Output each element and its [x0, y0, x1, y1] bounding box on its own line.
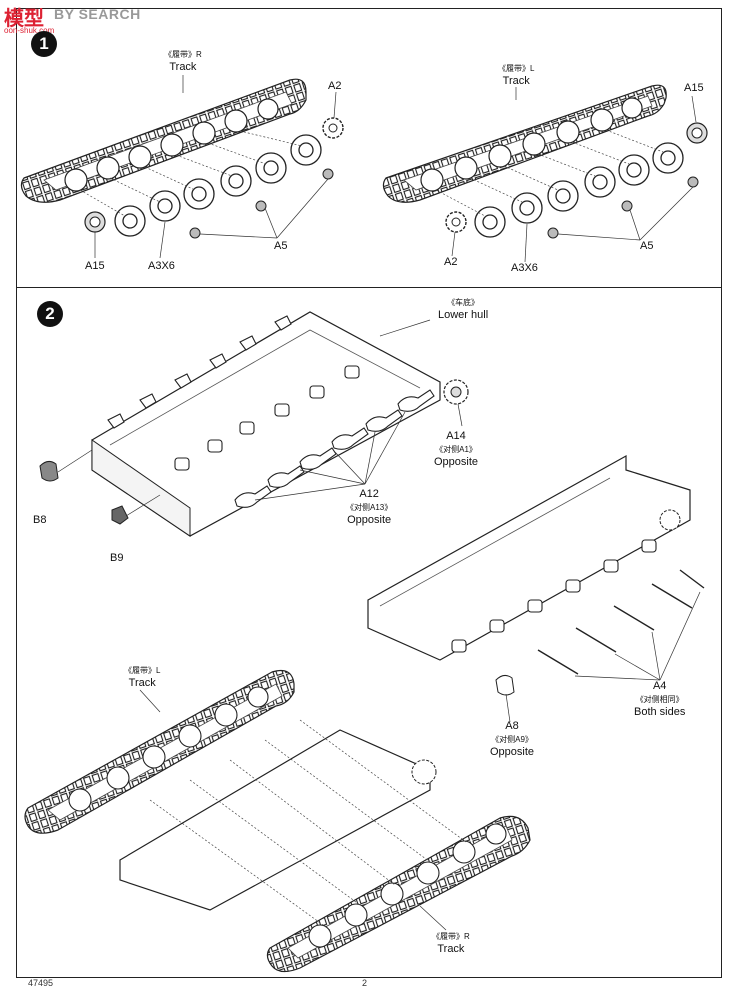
a14-cn: 《对侧A1》 — [435, 445, 477, 454]
watermark-url: oon-shuk.com — [4, 26, 55, 35]
step2-track-r-en: Track — [437, 943, 465, 955]
track-l-cn: 《履带》L — [498, 64, 535, 73]
step2-lower-hull — [39, 311, 469, 537]
a8-part: A8 — [505, 720, 519, 732]
step1-left-a5-label: A5 — [274, 240, 288, 252]
step1-track-l-label: 《履带》L Track — [498, 62, 534, 88]
step2-track-l-cn: 《履带》L — [124, 666, 161, 675]
b8-label: B8 — [33, 514, 47, 526]
step2-track-r-cn: 《履带》R — [432, 932, 470, 941]
step1-track-r-assembly — [20, 75, 344, 259]
step2-track-l-label: 《履带》L Track — [124, 664, 160, 690]
step-2-badge: 2 — [37, 301, 63, 327]
a8-en: Opposite — [490, 746, 535, 758]
a12-part: A12 — [359, 488, 379, 500]
watermark-brand-cn: 模型 — [4, 6, 44, 30]
step1-left-a3x6-label: A3X6 — [148, 260, 175, 272]
track-r-cn: 《履带》R — [164, 50, 202, 59]
footer-page-number: 2 — [362, 978, 368, 988]
b9-label: B9 — [110, 552, 124, 564]
step1-right-a2-label: A2 — [444, 256, 458, 268]
step1-right-a15-label: A15 — [684, 82, 704, 94]
watermark-brand-en: BY SEARCH — [54, 6, 141, 22]
a14-part: A14 — [446, 430, 466, 442]
a4-label: A4 《对侧相同》 Both sides — [634, 680, 685, 719]
step2-track-l-en: Track — [128, 677, 156, 689]
a12-en: Opposite — [347, 514, 392, 526]
a12-cn: 《对侧A13》 — [346, 503, 393, 512]
a8-label: A8 《对侧A9》 Opposite — [490, 720, 534, 759]
step-1-badge: 1 — [31, 31, 57, 57]
lower-hull-label: 《车底》 Lower hull — [438, 296, 488, 322]
a4-en: Both sides — [634, 706, 686, 718]
step1-track-r-label: 《履带》R Track — [164, 48, 202, 74]
step2-track-r-label: 《履带》R Track — [432, 930, 470, 956]
a14-label: A14 《对侧A1》 Opposite — [434, 430, 478, 469]
track-l-en: Track — [502, 75, 530, 87]
watermark-logo: 模型 BY SEARCH oon-shuk.com — [0, 0, 170, 35]
step1-track-l-assembly — [382, 84, 708, 263]
a4-cn: 《对侧相同》 — [635, 695, 684, 704]
step2-final-assembly — [24, 669, 531, 973]
a12-label: A12 《对侧A13》 Opposite — [346, 488, 392, 527]
instruction-frame — [16, 8, 722, 978]
step1-right-a3x6-label: A3X6 — [511, 262, 538, 274]
step1-left-a2-label: A2 — [328, 80, 342, 92]
lower-hull-en: Lower hull — [438, 309, 489, 321]
a14-en: Opposite — [434, 456, 479, 468]
track-r-en: Track — [169, 61, 197, 73]
a4-part: A4 — [652, 680, 667, 692]
lower-hull-cn: 《车底》 — [447, 298, 480, 307]
footer-catalog-number: 47495 — [28, 978, 54, 988]
step1-left-a15-label: A15 — [85, 260, 105, 272]
step1-right-a5-label: A5 — [640, 240, 654, 252]
a8-cn: 《对侧A9》 — [491, 735, 533, 744]
step2-hull-side — [367, 454, 705, 723]
step-divider — [16, 287, 722, 288]
